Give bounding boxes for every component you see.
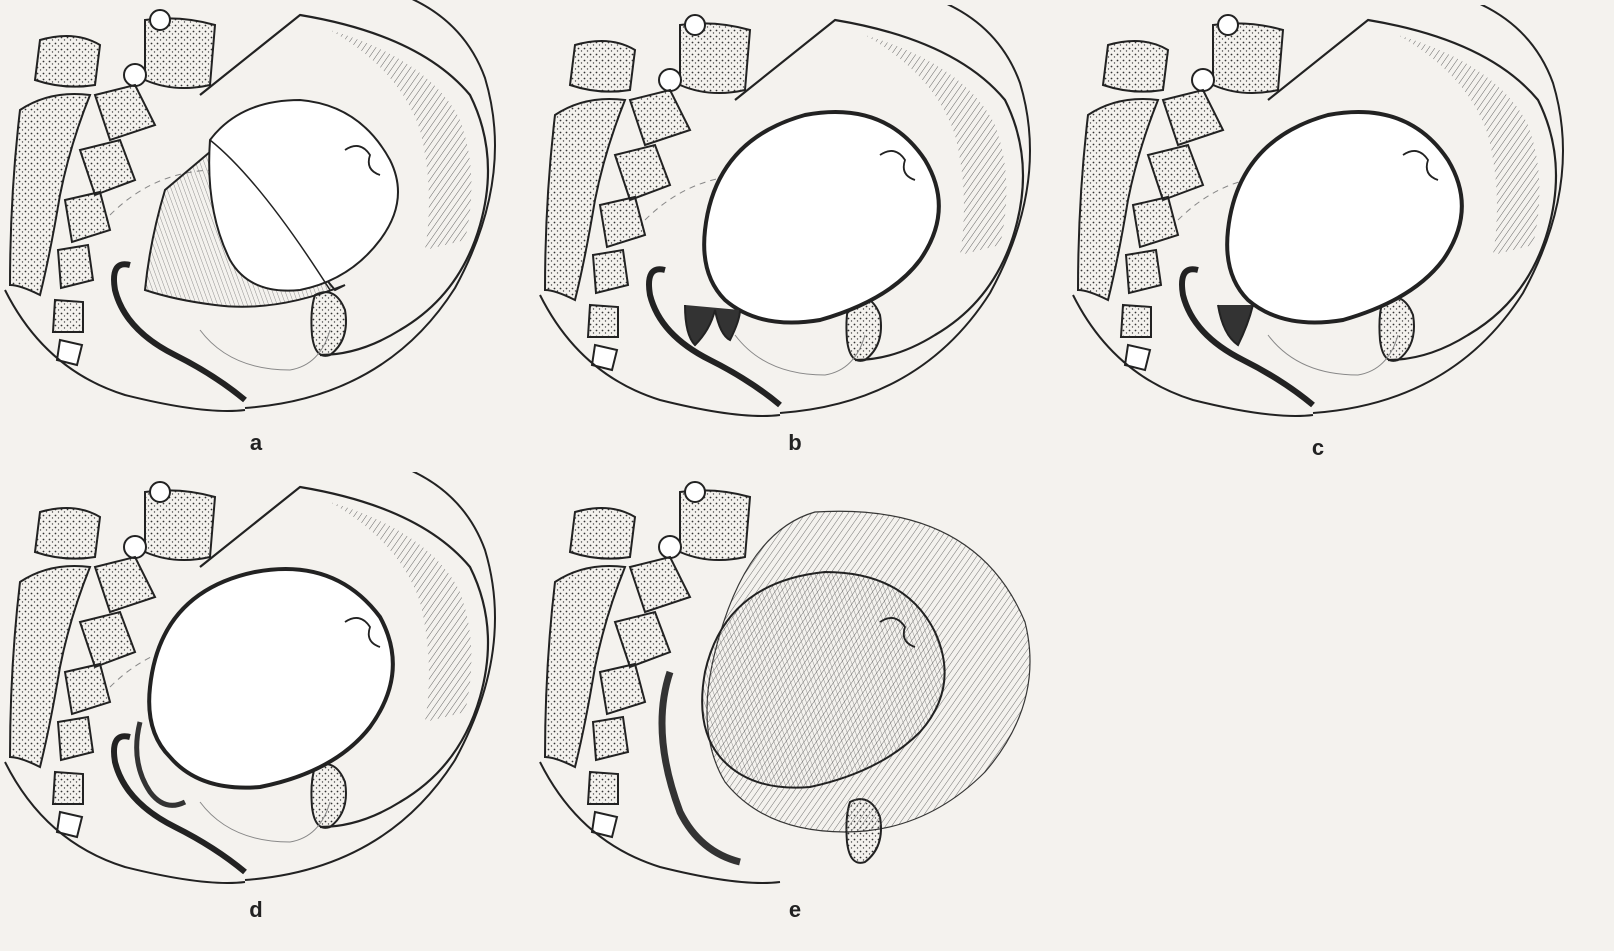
- panel-label-e: e: [775, 897, 815, 923]
- panel-label-b: b: [775, 430, 815, 456]
- fetal-head-with-membrane: [1227, 112, 1462, 323]
- panel-e: e: [535, 472, 1055, 902]
- panel-a: a: [0, 0, 520, 430]
- panel-c: c: [1068, 5, 1598, 435]
- forewaters: [685, 305, 740, 345]
- fetal-head-with-membrane: [149, 569, 393, 788]
- panel-label-d: d: [236, 897, 276, 923]
- panel-label-a: a: [236, 430, 276, 456]
- forewaters: [1218, 305, 1253, 345]
- panel-label-c: c: [1298, 435, 1338, 461]
- fetal-head: [209, 100, 398, 291]
- fetal-head-with-membrane: [704, 112, 939, 323]
- panel-d: d: [0, 472, 520, 902]
- panel-b: b: [535, 5, 1055, 435]
